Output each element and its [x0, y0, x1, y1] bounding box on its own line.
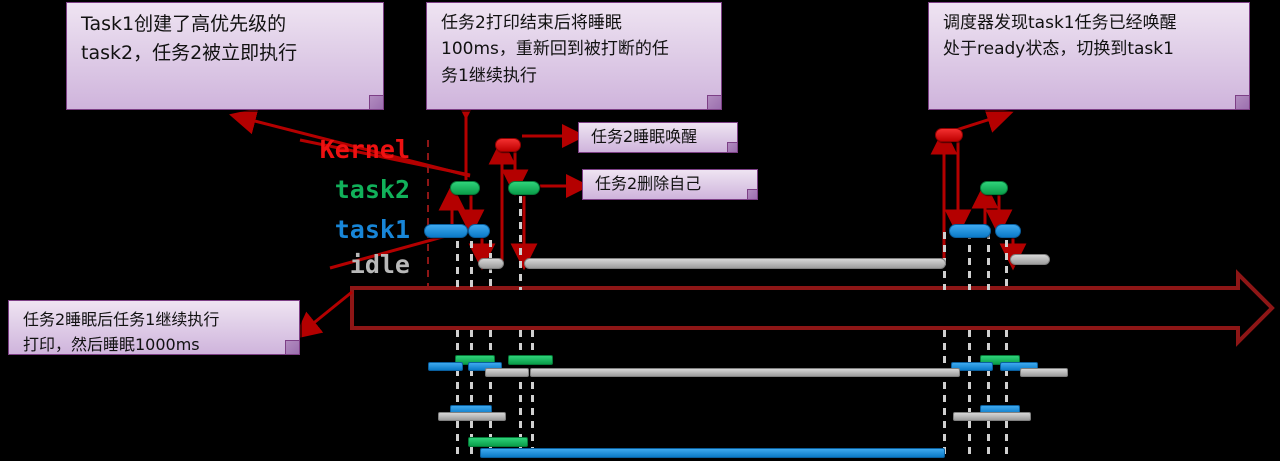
guide-line	[1005, 240, 1008, 290]
bar-task1-segment	[468, 224, 490, 238]
callout-task2-wakeup: 任务2睡眠唤醒	[578, 122, 738, 153]
bar-lower2-idle	[953, 412, 1031, 421]
bar-lower-idle	[1020, 368, 1068, 377]
lane-label-idle: idle	[349, 250, 410, 279]
bar-task2-segment	[508, 181, 540, 195]
bar-task1-segment	[995, 224, 1021, 238]
callout-task1-creates-task2: Task1创建了高优先级的 task2，任务2被立即执行	[66, 2, 384, 110]
guide-line	[456, 330, 459, 460]
callout-task2-deletes-itself: 任务2删除自己	[582, 169, 758, 200]
bar-idle-segment	[524, 258, 946, 269]
bar-task1-segment	[424, 224, 468, 238]
lane-label-task1: task1	[334, 215, 410, 244]
bar-task2-segment	[450, 181, 480, 195]
guide-line	[531, 330, 534, 460]
bar-lower-task2	[508, 355, 553, 365]
bar-task1-segment	[949, 224, 991, 238]
guide-line	[470, 228, 473, 290]
bar-lower3-task1	[480, 448, 945, 458]
bar-lower-idle	[485, 368, 529, 377]
guide-line	[943, 330, 946, 460]
guide-line	[456, 228, 459, 290]
guide-line	[968, 330, 971, 460]
guide-line	[470, 330, 473, 460]
guide-line	[519, 196, 522, 290]
bar-lower-idle	[530, 368, 960, 377]
lane-label-kernel: Kernel	[319, 135, 410, 164]
bar-lower-task1	[1000, 362, 1038, 371]
guide-line	[519, 330, 522, 460]
bar-kernel-segment	[495, 138, 521, 152]
callout-scheduler-switches-task1: 调度器发现task1任务已经唤醒 处于ready状态，切换到task1	[928, 2, 1250, 110]
guide-line	[968, 232, 971, 290]
bar-kernel-segment	[935, 128, 963, 142]
callout-task2-sleeps-100ms: 任务2打印结束后将睡眠 100ms，重新回到被打断的任 务1继续执行	[426, 2, 722, 110]
bar-idle-segment	[1010, 254, 1050, 265]
guide-line	[987, 330, 990, 460]
lane-label-task2: task2	[334, 175, 410, 204]
bar-lower2-idle	[438, 412, 506, 421]
guide-line-dark	[427, 140, 429, 290]
guide-line	[489, 330, 492, 460]
guide-line	[987, 232, 990, 290]
bar-lower-task1	[428, 362, 463, 371]
bar-lower-task1	[951, 362, 993, 371]
guide-line	[1005, 330, 1008, 460]
bar-lower3-task2	[468, 437, 528, 447]
callout-task1-resumes-sleeps-1000ms: 任务2睡眠后任务1继续执行 打印，然后睡眠1000ms	[8, 300, 300, 355]
bar-idle-segment	[478, 258, 504, 269]
bar-task2-segment	[980, 181, 1008, 195]
